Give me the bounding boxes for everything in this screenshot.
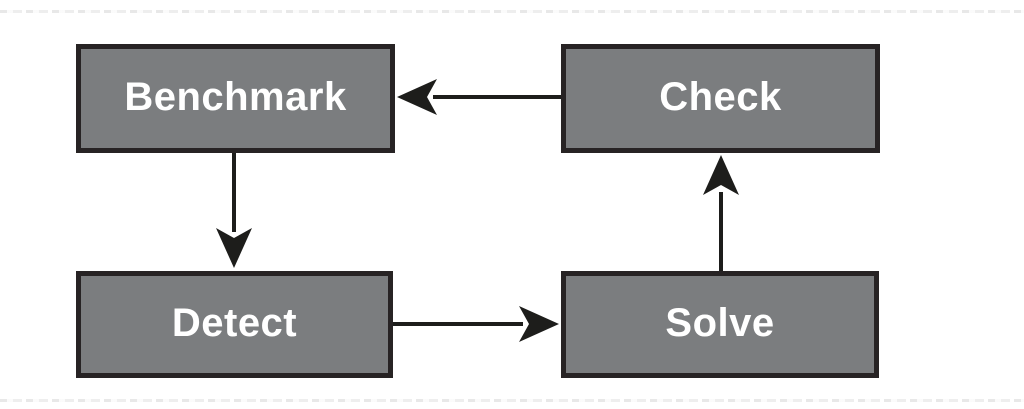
arrow-check-to-benchmark xyxy=(397,79,561,115)
arrow-benchmark-to-detect xyxy=(216,153,252,268)
scan-artifact-line-bottom xyxy=(0,399,1024,402)
node-benchmark: Benchmark xyxy=(76,44,395,153)
node-check-label: Check xyxy=(659,74,782,119)
node-detect-label: Detect xyxy=(171,300,298,345)
arrow-detect-to-solve xyxy=(393,306,559,342)
node-solve: Solve xyxy=(561,271,879,378)
node-check: Check xyxy=(561,44,880,153)
node-solve-label: Solve xyxy=(665,300,775,345)
node-detect: Detect xyxy=(76,271,393,378)
arrow-solve-to-check xyxy=(703,155,739,271)
node-benchmark-label: Benchmark xyxy=(124,74,347,119)
scan-artifact-line-top xyxy=(0,10,1024,13)
